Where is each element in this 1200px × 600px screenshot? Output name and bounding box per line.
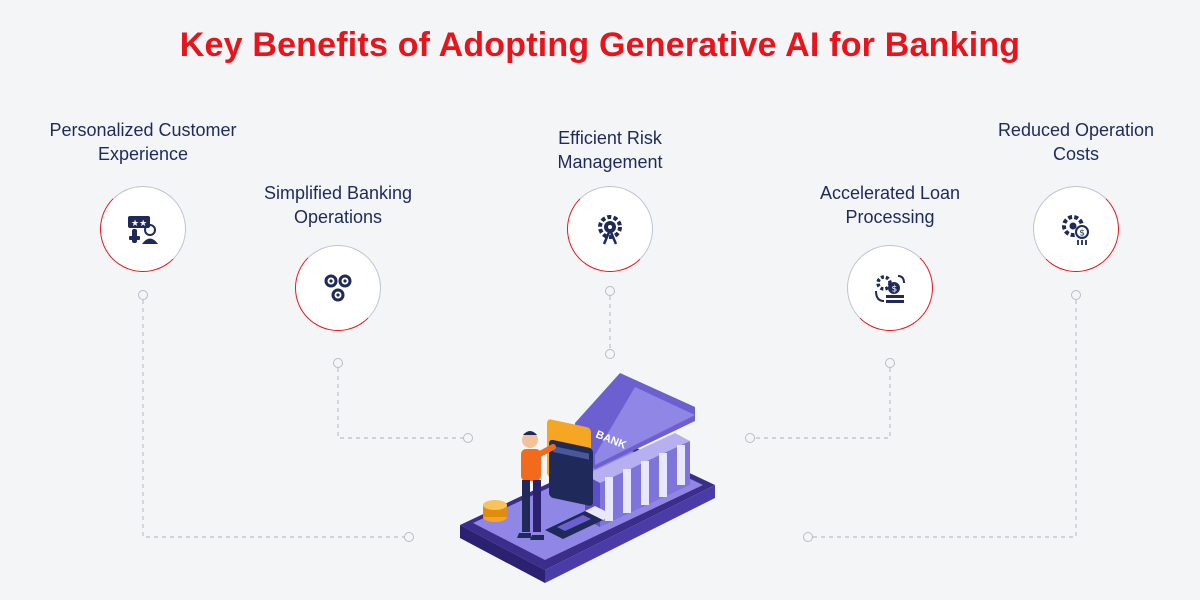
svg-text:★★: ★★ (131, 219, 147, 229)
connector-dot (404, 532, 414, 542)
person-figure (517, 431, 556, 540)
svg-text:$: $ (892, 285, 898, 295)
connector-dot (605, 286, 615, 296)
connector-dot (1071, 290, 1081, 300)
connector-5 (812, 300, 1077, 538)
coins (483, 500, 507, 522)
connector-dot (803, 532, 813, 542)
benefit-circle-simplified (295, 245, 381, 331)
cost-gear-icon: $ (1059, 212, 1093, 246)
benefit-circle-personalized: ★★ (100, 186, 186, 272)
credit-cards (547, 419, 593, 506)
benefit-circle-loan: $ (847, 245, 933, 331)
benefit-circle-risk (567, 186, 653, 272)
loan-cycle-icon: $ (872, 271, 908, 305)
card-terminal (545, 506, 613, 539)
risk-gear-icon (593, 212, 627, 246)
connector-dot (605, 349, 615, 359)
connector-dot (138, 290, 148, 300)
connector-dot (333, 358, 343, 368)
connector-2 (337, 368, 463, 439)
bank-illustration: BANK (460, 373, 715, 583)
svg-text:$: $ (1079, 229, 1085, 239)
gears-icon (321, 271, 355, 305)
connector-dot (463, 433, 473, 443)
connector-4 (754, 368, 891, 439)
connector-dot (885, 358, 895, 368)
connector-dot (745, 433, 755, 443)
connector-1 (142, 300, 404, 538)
customer-rating-icon: ★★ (126, 212, 160, 246)
page-title: Key Benefits of Adopting Generative AI f… (179, 26, 1021, 64)
benefit-circle-costs: $ (1033, 186, 1119, 272)
